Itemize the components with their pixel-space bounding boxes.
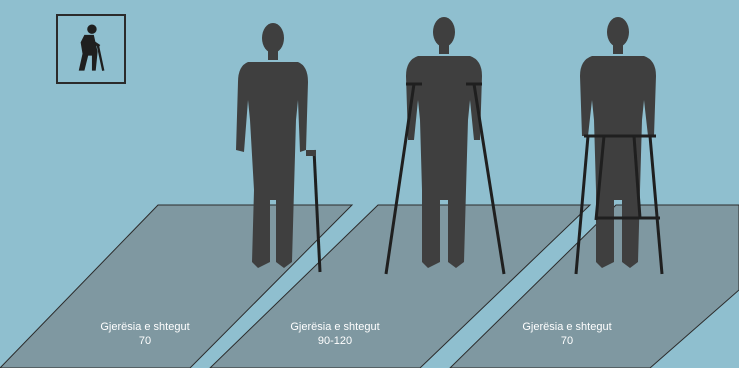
lane-width-value: 70 [492, 334, 642, 348]
lane-width-label: Gjerësia e shtegut [492, 320, 642, 334]
lane-width-label: Gjerësia e shtegut [260, 320, 410, 334]
lane-width-value: 70 [70, 334, 220, 348]
lane-label-crutches: Gjerësia e shtegut 90-120 [260, 320, 410, 348]
elderly-person-icon-graphic [58, 16, 124, 82]
lane-width-value: 90-120 [260, 334, 410, 348]
lane-width-label: Gjerësia e shtegut [70, 320, 220, 334]
elderly-person-with-cane-icon [56, 14, 126, 84]
lane-label-walker: Gjerësia e shtegut 70 [492, 320, 642, 348]
lane-label-cane: Gjerësia e shtegut 70 [70, 320, 220, 348]
